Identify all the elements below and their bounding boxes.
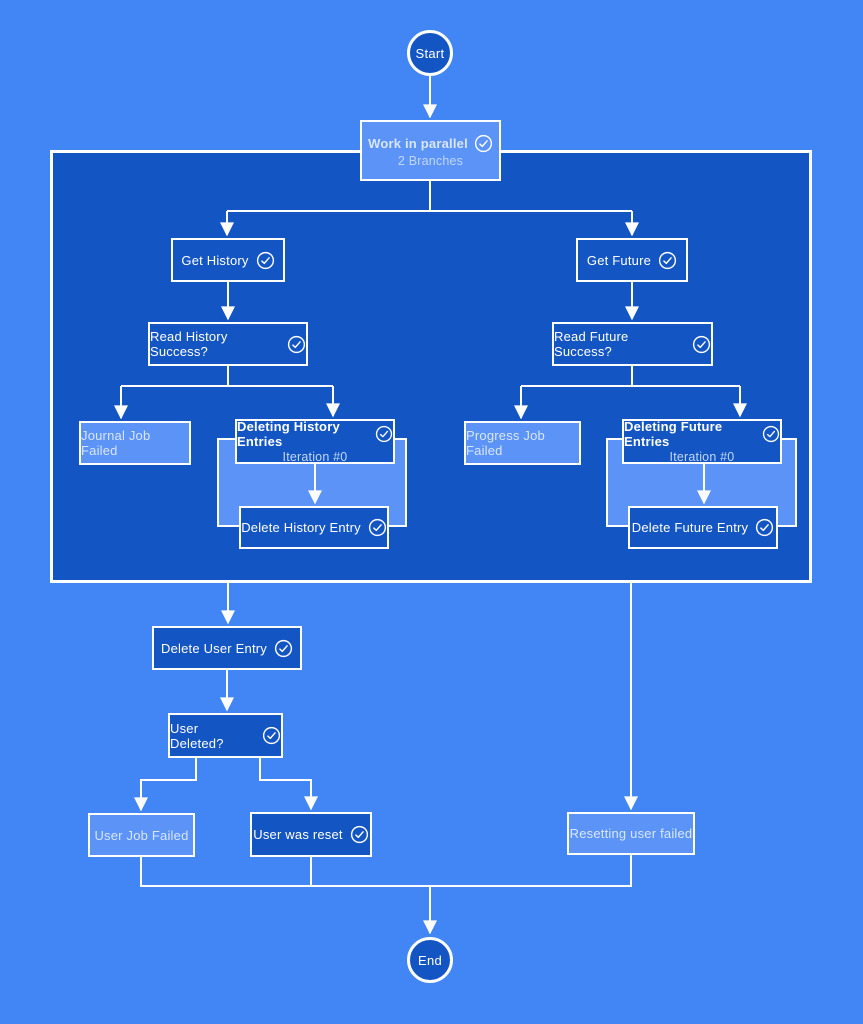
node-label: Get History <box>181 252 249 268</box>
node-sublabel: Iteration #0 <box>669 450 735 464</box>
node-label: Read Future Success? <box>554 329 629 359</box>
node-user-deleted[interactable]: User Deleted? <box>168 713 283 758</box>
node-progress-job-failed[interactable]: Progress Job Failed <box>464 421 581 465</box>
node-end[interactable]: End <box>407 937 453 983</box>
node-sublabel: 2 Branches <box>397 153 464 168</box>
node-label: User Job Failed <box>94 827 189 843</box>
check-circle-icon <box>474 134 492 152</box>
node-label: Work in parallel <box>368 135 468 151</box>
start-label: Start <box>415 45 445 61</box>
node-user-was-reset[interactable]: User was reset <box>250 812 372 857</box>
check-circle-icon <box>658 251 677 269</box>
node-get-future[interactable]: Get Future <box>576 238 688 282</box>
node-label: User was reset <box>253 827 343 842</box>
node-label: Read History Success? <box>150 329 228 359</box>
check-circle-icon <box>256 251 274 269</box>
node-sublabel: Iteration #0 <box>282 450 348 464</box>
node-label: User Deleted? <box>170 720 224 751</box>
check-circle-icon <box>368 518 386 537</box>
check-circle-icon <box>756 518 774 537</box>
node-deleting-future-entries[interactable]: Deleting Future Entries Iteration #0 <box>622 419 782 464</box>
end-label: End <box>417 952 443 968</box>
check-circle-icon <box>287 335 306 353</box>
connector-to-userjobfailed <box>134 758 197 812</box>
node-label: Deleting History Entries <box>237 419 340 449</box>
node-resetting-user-failed[interactable]: Resetting user failed <box>567 812 695 855</box>
check-circle-icon <box>692 335 711 353</box>
node-deleting-history-entries[interactable]: Deleting History Entries Iteration #0 <box>235 419 395 464</box>
node-label: Resetting user failed <box>569 826 693 841</box>
node-label: Delete History Entry <box>241 520 361 535</box>
node-label: Deleting Future Entries <box>624 419 723 449</box>
node-work-in-parallel[interactable]: Work in parallel 2 Branches <box>360 120 501 181</box>
node-delete-user-entry[interactable]: Delete User Entry <box>152 626 302 670</box>
node-label: Journal Job Failed <box>81 428 151 458</box>
node-get-history[interactable]: Get History <box>171 238 285 282</box>
node-label: Progress Job Failed <box>466 428 545 458</box>
connector-to-userwasreset <box>259 758 318 811</box>
check-circle-icon <box>762 425 780 443</box>
check-circle-icon <box>262 726 281 745</box>
node-title-row: Deleting Future Entries <box>624 419 780 449</box>
check-circle-icon <box>375 425 393 443</box>
node-start[interactable]: Start <box>407 30 453 76</box>
node-label: Delete Future Entry <box>631 520 749 535</box>
check-circle-icon <box>350 825 368 844</box>
node-read-future-success[interactable]: Read Future Success? <box>552 322 713 366</box>
node-read-history-success[interactable]: Read History Success? <box>148 322 308 366</box>
node-title-row: Work in parallel <box>368 134 493 153</box>
node-journal-job-failed[interactable]: Journal Job Failed <box>79 421 191 465</box>
node-delete-future-entry[interactable]: Delete Future Entry <box>628 506 778 549</box>
node-delete-history-entry[interactable]: Delete History Entry <box>239 506 389 549</box>
check-circle-icon <box>274 639 293 657</box>
node-title-row: Deleting History Entries <box>237 419 393 449</box>
node-label: Get Future <box>586 252 652 268</box>
node-label: Delete User Entry <box>161 640 267 656</box>
node-user-job-failed[interactable]: User Job Failed <box>88 813 195 857</box>
